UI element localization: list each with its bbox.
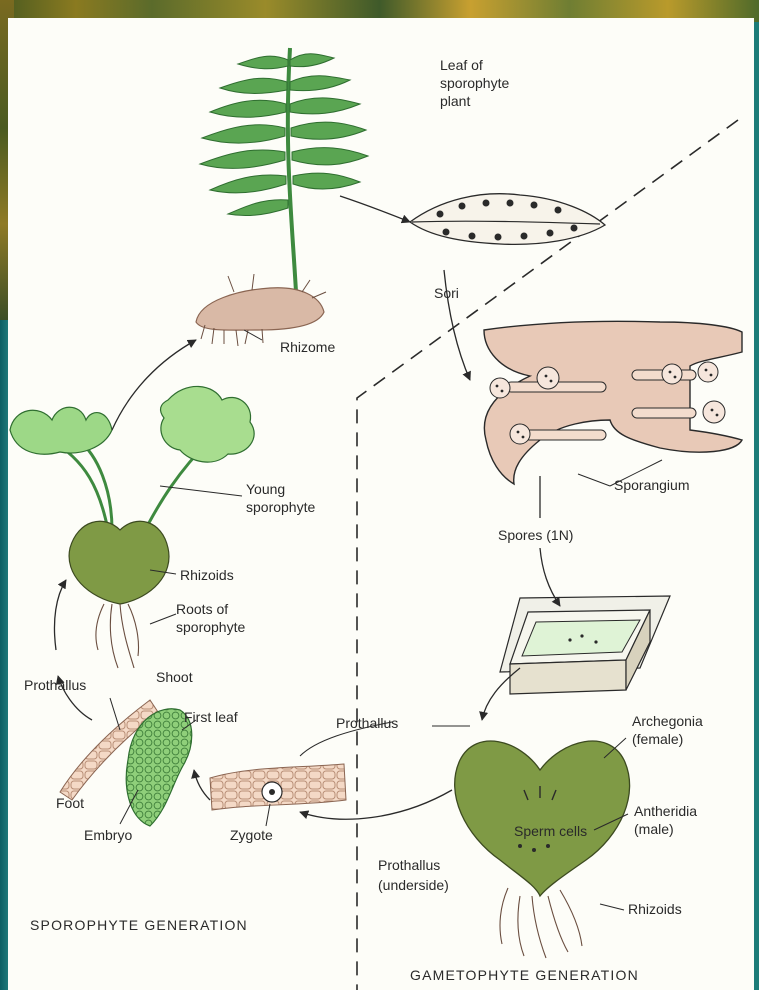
label-roots-of-sporophyte-2: sporophyte: [176, 619, 245, 635]
zygote-tissue: [210, 764, 346, 810]
fertile-leaf-with-sori: [410, 194, 605, 245]
label-prothallus-underside-1: Prothallus: [378, 857, 440, 873]
label-embryo: Embryo: [84, 827, 132, 843]
label-rhizoids-sporophyte: Rhizoids: [180, 567, 234, 583]
label-rhizome: Rhizome: [280, 339, 335, 355]
label-young-sporophyte-2: sporophyte: [246, 499, 315, 515]
label-leaf-of-sporophyte-3: plant: [440, 93, 470, 109]
prothallus-with-young-sporophyte: [69, 521, 169, 668]
rhizome: [196, 274, 326, 346]
label-sporangium: Sporangium: [614, 477, 690, 493]
spore-culture-dish: [500, 596, 670, 694]
label-sporophyte-generation: SPOROPHYTE GENERATION: [30, 917, 248, 933]
label-young-sporophyte-1: Young: [246, 481, 285, 497]
label-archegonia-1: Archegonia: [632, 713, 703, 729]
label-antheridia-1: Antheridia: [634, 803, 697, 819]
label-first-leaf: First leaf: [184, 709, 238, 725]
label-sori: Sori: [434, 285, 459, 301]
label-sperm-cells: Sperm cells: [514, 823, 587, 839]
label-zygote: Zygote: [230, 827, 273, 843]
label-prothallus-underside-2: (underside): [378, 877, 449, 893]
label-gametophyte-generation: GAMETOPHYTE GENERATION: [410, 967, 639, 983]
label-roots-of-sporophyte-1: Roots of: [176, 601, 228, 617]
sporophyte-frond: [200, 48, 368, 292]
label-leaf-of-sporophyte-2: sporophyte: [440, 75, 509, 91]
label-prothallus-mid: Prothallus: [336, 715, 398, 731]
label-rhizoids-gametophyte: Rhizoids: [628, 901, 682, 917]
label-leaf-of-sporophyte-1: Leaf of: [440, 57, 483, 73]
gametophyte-prothallus: [455, 741, 630, 958]
label-prothallus-left: Prothallus: [24, 677, 86, 693]
young-sporophyte-leaves: [10, 386, 254, 540]
label-spores: Spores (1N): [498, 527, 573, 543]
label-shoot: Shoot: [156, 669, 193, 685]
label-archegonia-2: (female): [632, 731, 683, 747]
sporangium-section: [484, 321, 742, 484]
label-antheridia-2: (male): [634, 821, 674, 837]
label-foot: Foot: [56, 795, 84, 811]
